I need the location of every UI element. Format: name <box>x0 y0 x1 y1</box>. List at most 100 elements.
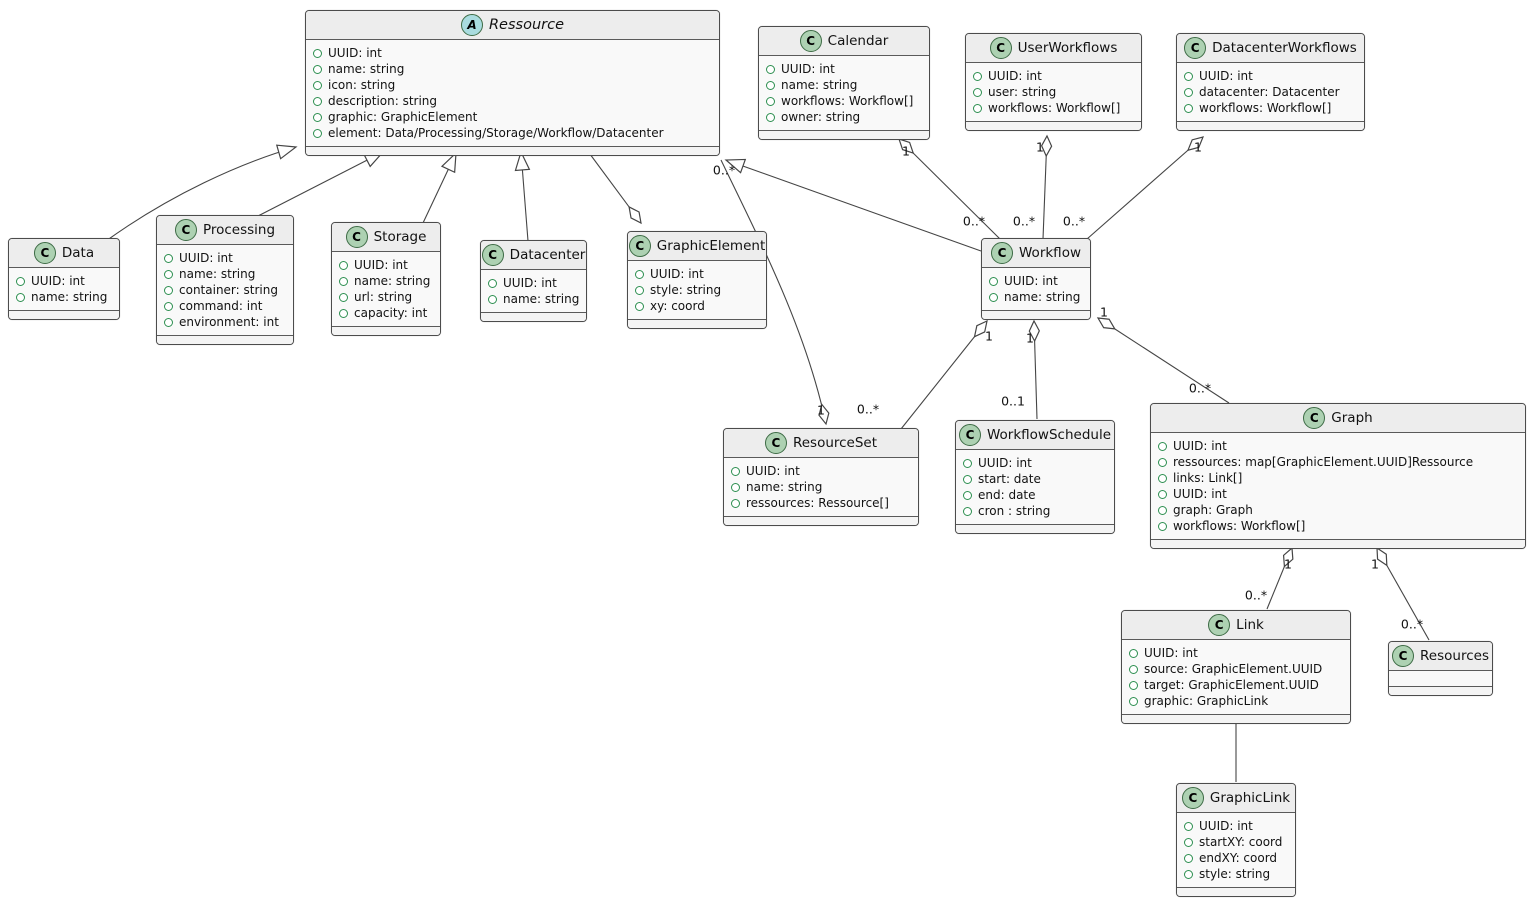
field-visibility-icon <box>1158 521 1167 531</box>
field-visibility-icon <box>313 80 322 90</box>
class-attribute: links: Link[] <box>1158 470 1517 486</box>
class-attribute: environment: int <box>164 314 285 330</box>
field-visibility-icon <box>488 294 497 304</box>
multiplicity-label: 0..* <box>1012 213 1036 229</box>
class-attribute: UUID: int <box>339 257 432 273</box>
field-visibility-icon <box>164 253 173 263</box>
edge-generalization-storage-to-ressource <box>422 151 457 224</box>
class-title: Graph <box>1331 410 1373 426</box>
class-methods-compartment <box>966 121 1141 130</box>
class-attribute: cron : string <box>963 503 1106 519</box>
attribute-text: ressources: map[GraphicElement.UUID]Ress… <box>1173 455 1474 469</box>
multiplicity-label: 0..* <box>856 401 880 417</box>
attribute-text: style: string <box>1199 867 1271 881</box>
field-visibility-icon <box>488 278 497 288</box>
edge-aggregation-link-to-graph <box>1266 548 1292 610</box>
field-visibility-icon <box>635 285 644 295</box>
attribute-text: name: string <box>328 62 405 76</box>
class-attribute: endXY: coord <box>1184 850 1287 866</box>
class-attribute: name: string <box>339 273 432 289</box>
class-attribute: element: Data/Processing/Storage/Workflo… <box>313 125 711 141</box>
class-title: Storage <box>373 229 427 245</box>
class-attribute: url: string <box>339 289 432 305</box>
class-icon-letter: C <box>635 239 645 253</box>
field-visibility-icon <box>339 276 348 286</box>
class-attribute: description: string <box>313 93 711 109</box>
class-attribute: UUID: int <box>989 273 1082 289</box>
field-visibility-icon <box>1129 664 1138 674</box>
field-visibility-icon <box>1184 853 1193 863</box>
class-icon-letter: C <box>996 41 1005 55</box>
class-icon: C <box>1184 37 1207 59</box>
class-icon: C <box>174 219 197 241</box>
attribute-text: graphic: GraphicElement <box>328 110 478 124</box>
attribute-text: links: Link[] <box>1173 471 1243 485</box>
attribute-text: style: string <box>650 283 722 297</box>
edge-aggregation-workflow-to-datacenterworkflows <box>1086 137 1203 240</box>
attribute-text: target: GraphicElement.UUID <box>1144 678 1319 692</box>
multiplicity-label: 1 <box>1026 330 1034 346</box>
class-attribute: style: string <box>1184 866 1287 882</box>
multiplicity-label: 0..* <box>1188 380 1212 396</box>
field-visibility-icon <box>963 490 972 500</box>
class-icon: C <box>481 244 504 266</box>
attribute-text: graph: Graph <box>1173 503 1253 517</box>
class-attribute: workflows: Workflow[] <box>766 93 921 109</box>
class-attribute: UUID: int <box>1158 438 1517 454</box>
class-methods-compartment <box>1177 121 1364 130</box>
field-visibility-icon <box>963 458 972 468</box>
class-icon: C <box>1208 614 1231 636</box>
field-visibility-icon <box>1184 837 1193 847</box>
class-attribute: name: string <box>16 289 111 305</box>
field-visibility-icon <box>963 474 972 484</box>
class-icon-letter: C <box>1188 791 1198 805</box>
class-attribute: name: string <box>164 266 285 282</box>
attribute-text: UUID: int <box>31 274 85 288</box>
field-visibility-icon <box>1129 648 1138 658</box>
class-attribute: UUID: int <box>164 250 285 266</box>
class-attribute: style: string <box>635 282 758 298</box>
attribute-text: endXY: coord <box>1199 851 1278 865</box>
class-methods-compartment <box>1151 539 1525 548</box>
attribute-text: name: string <box>781 78 858 92</box>
field-visibility-icon <box>164 269 173 279</box>
edge-aggregation-ressource-to-resourceset <box>720 159 826 424</box>
class-title: Datacenter <box>509 247 586 263</box>
multiplicity-label: 0..* <box>1400 616 1424 632</box>
field-visibility-icon <box>164 285 173 295</box>
attribute-text: UUID: int <box>354 258 408 272</box>
edge-aggregation-resourceset-to-workflow <box>900 321 987 430</box>
attribute-text: UUID: int <box>328 46 382 60</box>
attribute-text: name: string <box>354 274 431 288</box>
attribute-text: UUID: int <box>1144 646 1198 660</box>
attribute-text: owner: string <box>781 110 861 124</box>
class-attribute: UUID: int <box>313 45 711 61</box>
class-icon-letter: C <box>965 428 975 442</box>
attribute-text: source: GraphicElement.UUID <box>1144 662 1323 676</box>
class-title: Calendar <box>827 33 889 49</box>
class-title: Ressource <box>488 17 565 33</box>
attribute-text: workflows: Workflow[] <box>988 101 1121 115</box>
attribute-text: description: string <box>328 94 438 108</box>
class-attribute: target: GraphicElement.UUID <box>1129 677 1342 693</box>
attribute-text: ressources: Ressource[] <box>746 496 889 510</box>
class-attribute: owner: string <box>766 109 921 125</box>
class-methods-compartment <box>9 310 119 319</box>
class-attribute: UUID: int <box>1184 818 1287 834</box>
multiplicity-label: 1 <box>1194 139 1202 155</box>
class-attribute: UUID: int <box>1184 68 1356 84</box>
